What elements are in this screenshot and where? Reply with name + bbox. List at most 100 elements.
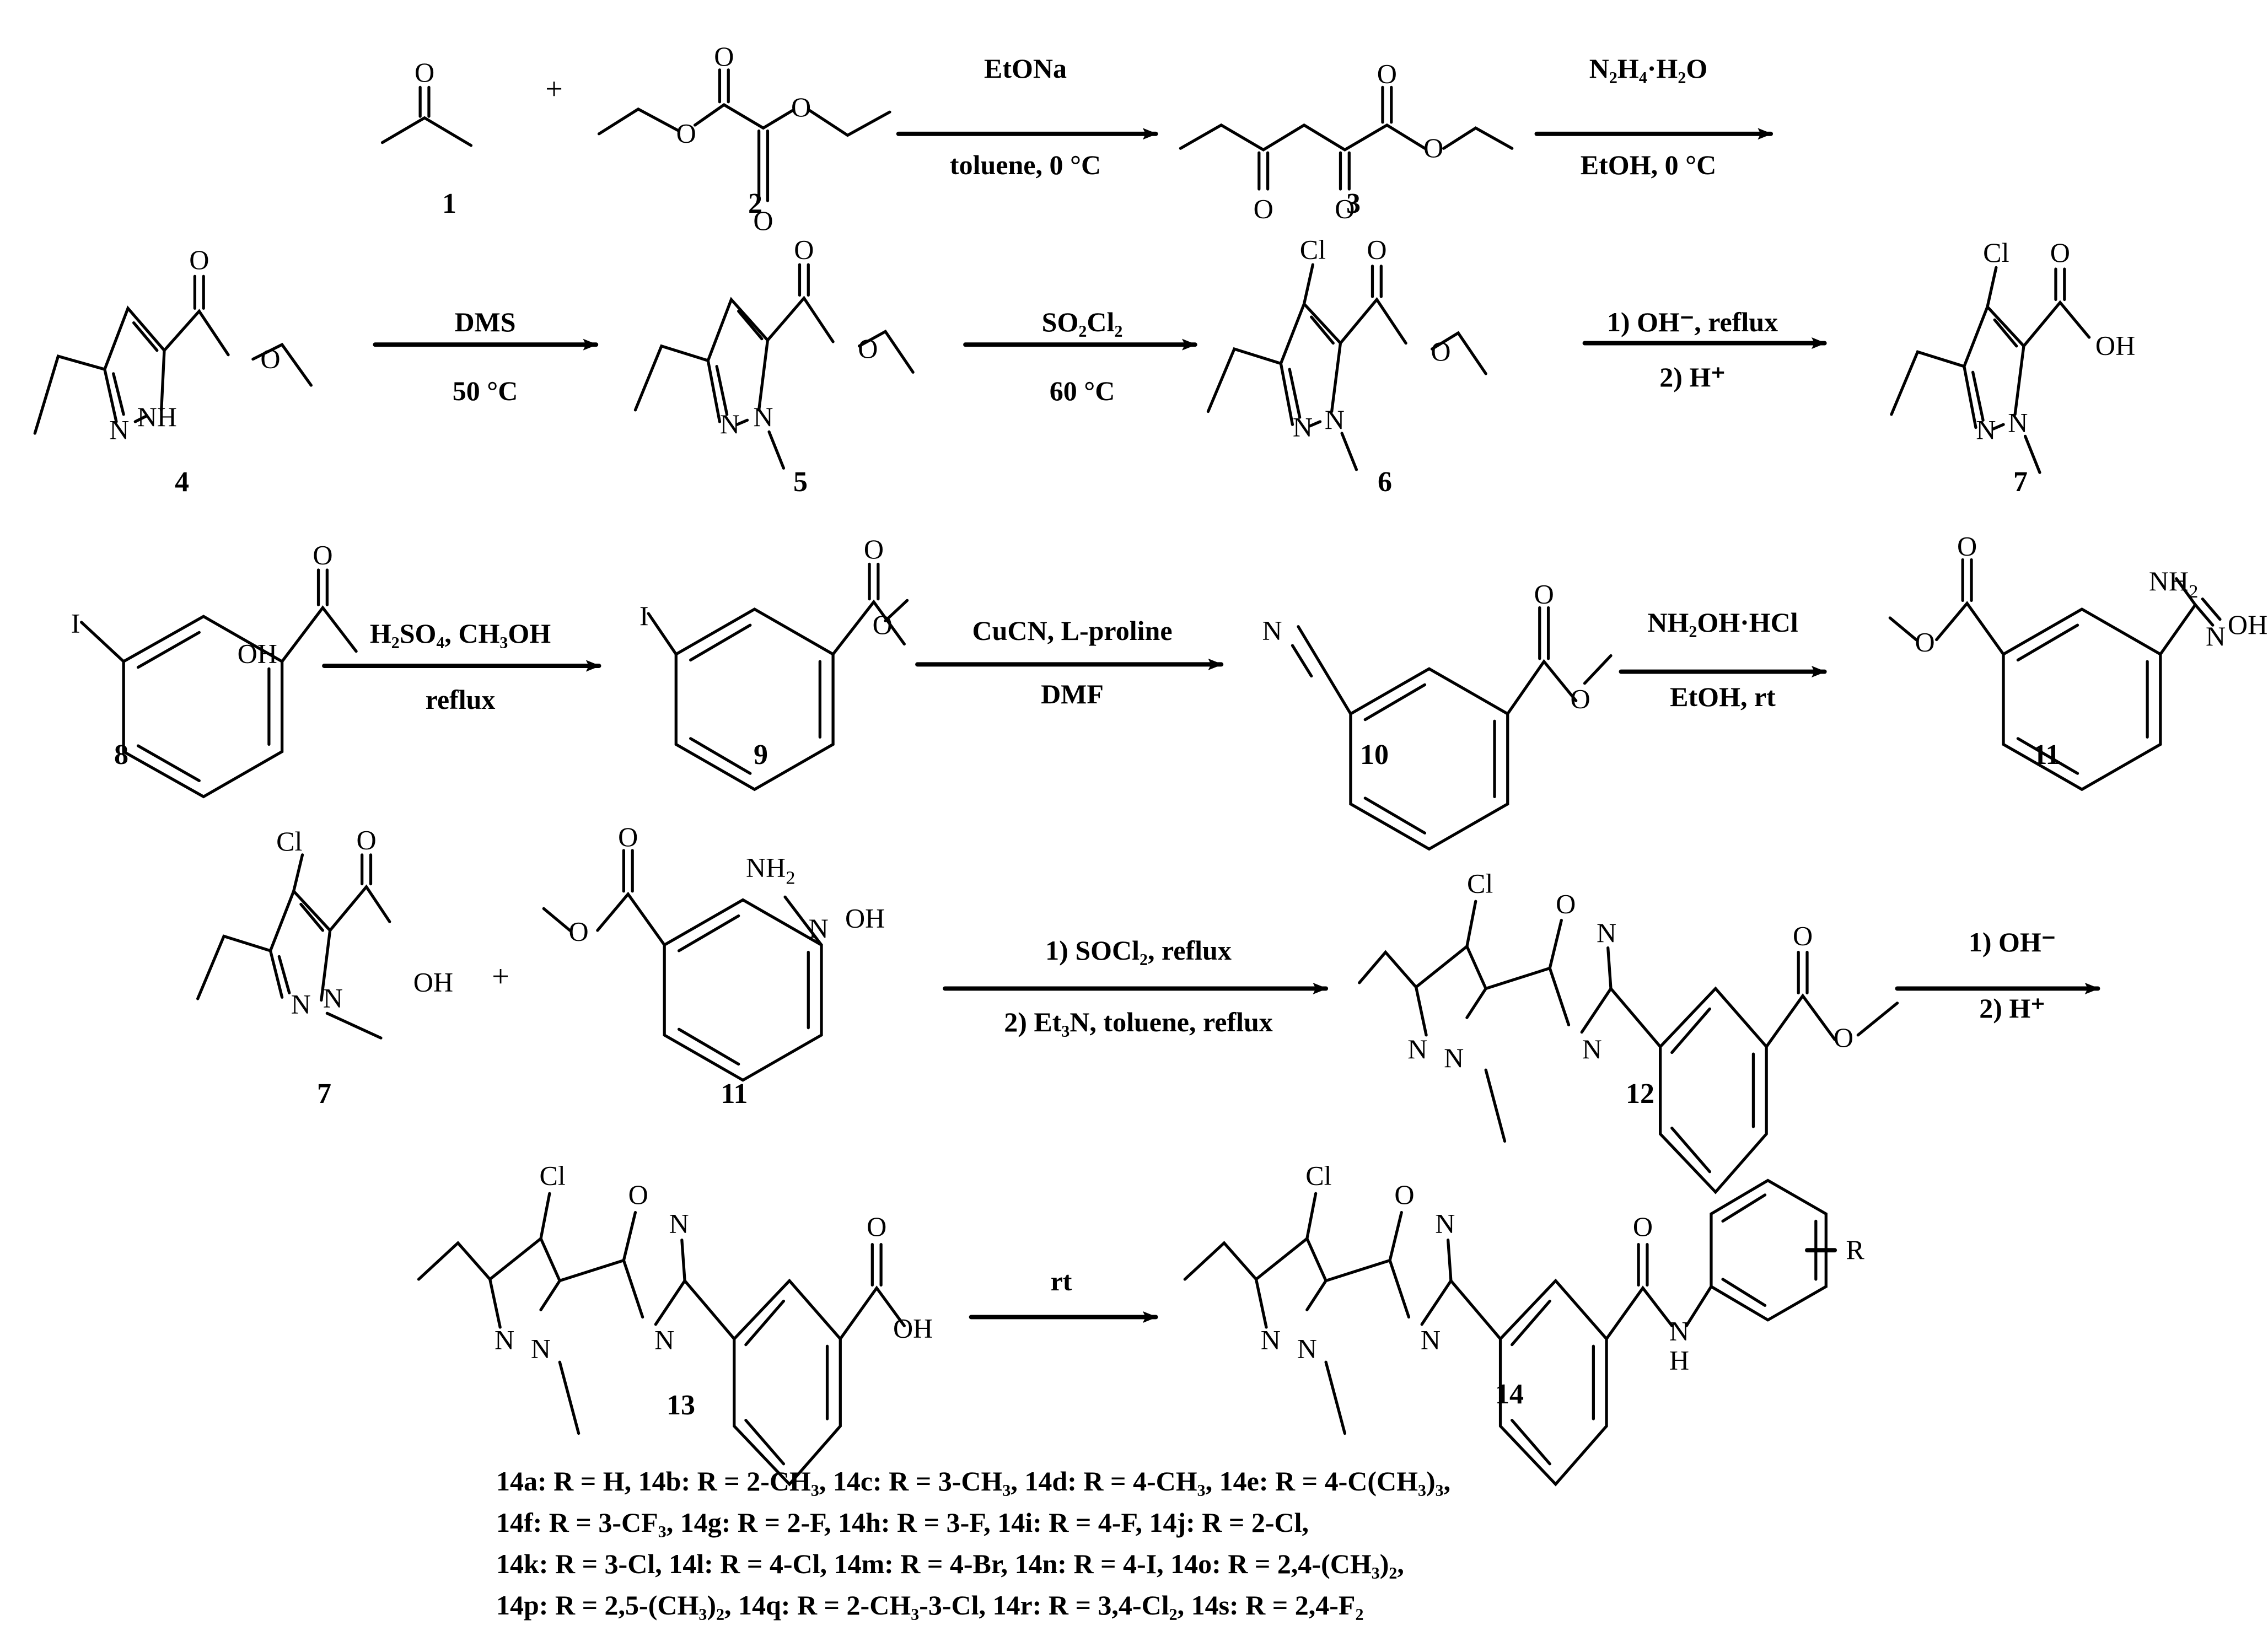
svg-text:O: O bbox=[1367, 234, 1386, 265]
reagent-below-2: EtOH, 0 °C bbox=[1580, 149, 1717, 180]
compound-label-1: 1 bbox=[442, 188, 456, 219]
reagent-below-7: DMF bbox=[1041, 679, 1104, 709]
reagent-below-9: 2) Et₃N, toluene, reflux bbox=[1004, 1006, 1273, 1037]
compound-label-2: 2 bbox=[748, 188, 762, 219]
svg-text:N: N bbox=[1582, 1033, 1602, 1064]
compound-label-5: 5 bbox=[793, 466, 808, 498]
plus-sign: + bbox=[545, 72, 563, 106]
svg-text:N: N bbox=[2206, 621, 2226, 652]
svg-text:O: O bbox=[2050, 237, 2070, 268]
reagent-below-10: 2) H⁺ bbox=[1979, 993, 2045, 1024]
structure-compound-9 bbox=[647, 562, 909, 792]
svg-text:Cl: Cl bbox=[1983, 237, 2009, 268]
compound-label-4: 4 bbox=[175, 466, 189, 498]
svg-text:N: N bbox=[1261, 1324, 1281, 1355]
svg-text:N: N bbox=[1293, 411, 1313, 442]
svg-text:Cl: Cl bbox=[1300, 234, 1326, 265]
svg-text:O: O bbox=[260, 343, 280, 374]
reagent-below-1: toluene, 0 °C bbox=[949, 149, 1101, 180]
compound-label-13: 13 bbox=[667, 1390, 695, 1421]
svg-text:O: O bbox=[356, 824, 376, 855]
compound-label-3: 3 bbox=[1346, 188, 1361, 219]
legend-line: 14p: R = 2,5-(CH₃)₂, 14q: R = 2-CH₃-3-Cl… bbox=[496, 1590, 1364, 1621]
svg-text:N: N bbox=[1597, 917, 1616, 948]
reagent-above-6: H₂SO₄, CH₃OH bbox=[369, 618, 551, 649]
svg-text:O: O bbox=[1957, 531, 1977, 562]
svg-text:H: H bbox=[1669, 1344, 1689, 1375]
compound-label-12: 12 bbox=[1626, 1078, 1654, 1110]
svg-text:N: N bbox=[1669, 1316, 1689, 1347]
reagent-below-3: 50 °C bbox=[452, 375, 518, 406]
reagent-below-5: 2) H⁺ bbox=[1659, 362, 1726, 392]
svg-text:NH2: NH2 bbox=[746, 852, 796, 888]
svg-text:NH2: NH2 bbox=[2149, 566, 2199, 602]
reagent-above-8: NH₂OH·HCl bbox=[1647, 607, 1798, 638]
substituent-legend: 14a: R = H, 14b: R = 2-CH₃, 14c: R = 3-C… bbox=[496, 1461, 1450, 1626]
svg-text:O: O bbox=[1534, 579, 1554, 610]
svg-text:N: N bbox=[1421, 1324, 1441, 1355]
reagent-above-10: 1) OH⁻ bbox=[1968, 927, 2056, 957]
compound-label-7-repeat: 7 bbox=[317, 1078, 331, 1110]
compound-label-6: 6 bbox=[1378, 466, 1392, 498]
svg-text:O: O bbox=[1915, 627, 1935, 658]
reagent-above-9: 1) SOCl₂, reflux bbox=[1045, 935, 1232, 966]
svg-text:OH: OH bbox=[845, 903, 885, 934]
svg-text:N: N bbox=[323, 983, 343, 1014]
svg-text:N: N bbox=[1297, 1333, 1317, 1364]
svg-text:N: N bbox=[1407, 1033, 1427, 1064]
legend-line: 14k: R = 3-Cl, 14l: R = 4-Cl, 14m: R = 4… bbox=[496, 1548, 1404, 1579]
reagent-below-6: reflux bbox=[425, 684, 496, 715]
svg-text:O: O bbox=[1793, 920, 1813, 951]
svg-text:N: N bbox=[1325, 404, 1345, 435]
svg-text:N: N bbox=[291, 988, 311, 1019]
svg-text:O: O bbox=[858, 333, 878, 364]
structure-compound-13 bbox=[417, 1192, 906, 1487]
reagent-below-8: EtOH, rt bbox=[1670, 681, 1776, 712]
structure-compound-7 bbox=[1890, 266, 2091, 474]
svg-text:Cl: Cl bbox=[1467, 868, 1493, 898]
compound-label-11-repeat: 11 bbox=[721, 1078, 748, 1110]
svg-text:OH: OH bbox=[413, 967, 453, 998]
svg-text:O: O bbox=[794, 234, 814, 265]
structure-compound-5 bbox=[633, 263, 915, 470]
svg-text:O: O bbox=[1431, 336, 1450, 367]
structure-compound-10 bbox=[1291, 606, 1613, 851]
svg-text:O: O bbox=[1394, 1179, 1414, 1210]
svg-text:O: O bbox=[1633, 1211, 1653, 1242]
svg-text:OH: OH bbox=[2095, 330, 2135, 361]
svg-text:O: O bbox=[753, 205, 773, 236]
svg-text:O: O bbox=[628, 1179, 648, 1210]
structure-compound-1 bbox=[380, 85, 473, 147]
svg-text:N: N bbox=[720, 408, 740, 439]
reagent-above-3: DMS bbox=[454, 306, 516, 337]
svg-text:N: N bbox=[669, 1208, 689, 1239]
svg-text:R: R bbox=[1846, 1234, 1864, 1265]
reagent-above-2: N₂H₄·H₂O bbox=[1589, 53, 1708, 84]
svg-text:I: I bbox=[71, 607, 80, 638]
svg-text:O: O bbox=[1571, 683, 1590, 714]
compound-label-11: 11 bbox=[2033, 739, 2060, 771]
structure-compound-8 bbox=[80, 568, 358, 799]
svg-text:I: I bbox=[639, 600, 649, 631]
svg-text:O: O bbox=[1254, 193, 1273, 224]
svg-text:N: N bbox=[753, 401, 773, 432]
structure-compound-2 bbox=[597, 68, 891, 202]
svg-text:N: N bbox=[495, 1324, 514, 1355]
svg-text:N: N bbox=[1444, 1042, 1464, 1073]
svg-text:Cl: Cl bbox=[276, 826, 302, 857]
reagent-above-11: rt bbox=[1050, 1266, 1072, 1296]
svg-text:N: N bbox=[809, 913, 829, 944]
svg-text:N: N bbox=[531, 1333, 551, 1364]
structure-compound-12 bbox=[1358, 900, 1899, 1194]
structure-compound-11-repeat bbox=[542, 849, 823, 1082]
svg-text:N: N bbox=[1435, 1208, 1455, 1239]
svg-text:Cl: Cl bbox=[1305, 1160, 1331, 1191]
compound-label-7: 7 bbox=[2013, 466, 2028, 498]
reagent-below-4: 60 °C bbox=[1049, 375, 1115, 406]
reagent-above-7: CuCN, L-proline bbox=[972, 615, 1173, 646]
svg-text:OH: OH bbox=[893, 1312, 933, 1343]
compound-label-9: 9 bbox=[754, 739, 768, 771]
svg-text:O: O bbox=[415, 57, 434, 88]
